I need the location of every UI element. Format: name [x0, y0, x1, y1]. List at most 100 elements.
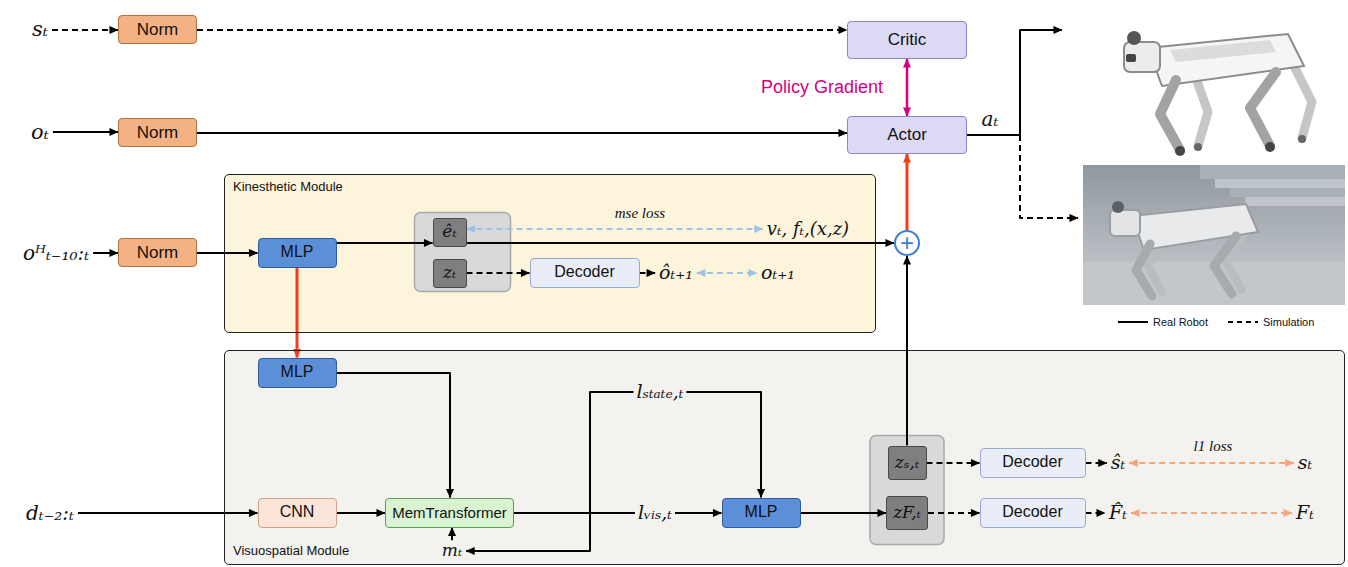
decoder-output — [1086, 512, 1106, 514]
node-label: êₜ — [442, 222, 456, 242]
signal-name: ôₜ₊₁ — [659, 262, 693, 284]
loss-arrow — [467, 228, 763, 230]
illustration-part — [1083, 165, 1345, 305]
node-label: Actor — [887, 125, 927, 145]
signal-name: dₜ₋₂:ₜ — [26, 502, 74, 525]
sum-circle: + — [894, 230, 920, 256]
module-fill — [224, 174, 876, 333]
latent-box: zF,ₜ — [886, 496, 928, 530]
illustration-part — [1118, 321, 1148, 323]
mlp-box: MLP — [258, 238, 337, 268]
decoder-box: Decoder — [530, 258, 640, 288]
node-label: zF,ₜ — [893, 503, 921, 523]
connector — [801, 512, 887, 514]
illustration-part — [1194, 143, 1202, 151]
simulation-picture — [1083, 165, 1345, 305]
illustration-part — [1250, 72, 1276, 146]
connector — [467, 272, 530, 274]
illustration-part — [1294, 66, 1312, 138]
illustration-part — [1136, 244, 1152, 296]
actor-critic-box: Actor — [847, 116, 967, 154]
latent-box: zₛ,ₜ — [888, 446, 927, 480]
edge-label: lₛₜₐₜₑ,ₜ — [633, 381, 686, 403]
cnn-box: CNN — [258, 498, 337, 528]
node-label: Decoder — [554, 263, 614, 281]
node-label: MemTransformer — [392, 504, 506, 521]
loss-name: mse loss — [615, 205, 665, 222]
illustration-part — [1110, 210, 1140, 236]
loss-arrow — [1129, 462, 1294, 464]
illustration-part — [1112, 201, 1124, 213]
latent-group — [415, 213, 511, 292]
illustration-part — [1170, 40, 1276, 62]
node-label: Norm — [137, 123, 179, 143]
node-label: Norm — [137, 20, 179, 40]
legend-text: Real Robot — [1153, 316, 1208, 329]
node-label: Decoder — [1002, 503, 1062, 521]
mlp-box: MLP — [722, 498, 801, 528]
real-robot-picture — [1124, 31, 1312, 156]
node-label: zₜ — [443, 263, 456, 283]
connector — [296, 268, 299, 358]
loss-name: l1 loss — [1194, 438, 1233, 455]
signal-name: aₜ — [982, 108, 999, 131]
decoder-box: Decoder — [980, 498, 1086, 528]
norm-box: Norm — [118, 118, 197, 147]
module-band: Kinesthetic ModuleMLP êₜ zₜ Decoder — [224, 174, 876, 333]
node-label: CNN — [280, 503, 315, 521]
connector — [906, 154, 909, 230]
legend-text: Simulation — [1263, 316, 1314, 329]
decoder-output — [640, 272, 656, 274]
input-wire — [52, 29, 118, 31]
illustration-part — [1245, 197, 1345, 206]
memory-wire — [451, 528, 453, 541]
node-label: + — [900, 231, 914, 255]
connector — [337, 242, 433, 244]
illustration-part — [1228, 321, 1258, 323]
loss-arrow — [697, 272, 757, 274]
module-heading: Kinesthetic Module — [233, 179, 343, 194]
norm-box: Norm — [118, 15, 197, 44]
signal-name: F̂ₜ — [1109, 502, 1127, 524]
signal-name: oᴴₜ₋₁₀:ₜ — [23, 242, 89, 265]
transformer-box: MemTransformer — [385, 498, 514, 528]
node-label: MLP — [281, 243, 314, 261]
illustration-part — [1214, 236, 1236, 294]
module-fill — [224, 350, 1345, 565]
input-wire — [93, 252, 118, 254]
connector — [906, 59, 909, 116]
connector — [197, 132, 847, 134]
signal-name: oₜ₊₁ — [761, 262, 795, 284]
node-label: MLP — [281, 363, 314, 381]
illustration-part — [1215, 179, 1345, 188]
illustration-part — [1196, 78, 1208, 146]
action-wire — [1020, 135, 1078, 218]
node-label: Critic — [888, 30, 927, 50]
connector — [197, 29, 847, 31]
illustration-part — [1175, 146, 1185, 156]
node-label: Norm — [137, 243, 179, 263]
illustration-part — [1265, 142, 1275, 152]
signal-name: vₜ, fₜ,(x,z) — [767, 219, 849, 240]
connector — [337, 373, 451, 498]
decoder-output — [1086, 462, 1107, 464]
connector — [337, 512, 386, 514]
action-wire — [967, 30, 1062, 135]
connector — [927, 462, 980, 464]
signal-name: oₜ — [31, 120, 49, 144]
latent-group — [870, 436, 944, 545]
signal-name: mₜ — [442, 541, 462, 561]
node-label: Decoder — [1002, 453, 1062, 471]
signal-name: sₜ — [1298, 452, 1312, 474]
module-band: Visuospatial ModuleMLPCNNMemTransformerM… — [224, 350, 1345, 565]
input-wire — [53, 131, 118, 133]
illustration-part — [1298, 135, 1306, 143]
illustration-part — [1126, 54, 1136, 62]
signal-name: sₜ — [32, 17, 48, 41]
illustration-part — [1124, 42, 1160, 72]
latent-box: êₜ — [433, 218, 467, 247]
decoder-box: Decoder — [980, 448, 1086, 478]
